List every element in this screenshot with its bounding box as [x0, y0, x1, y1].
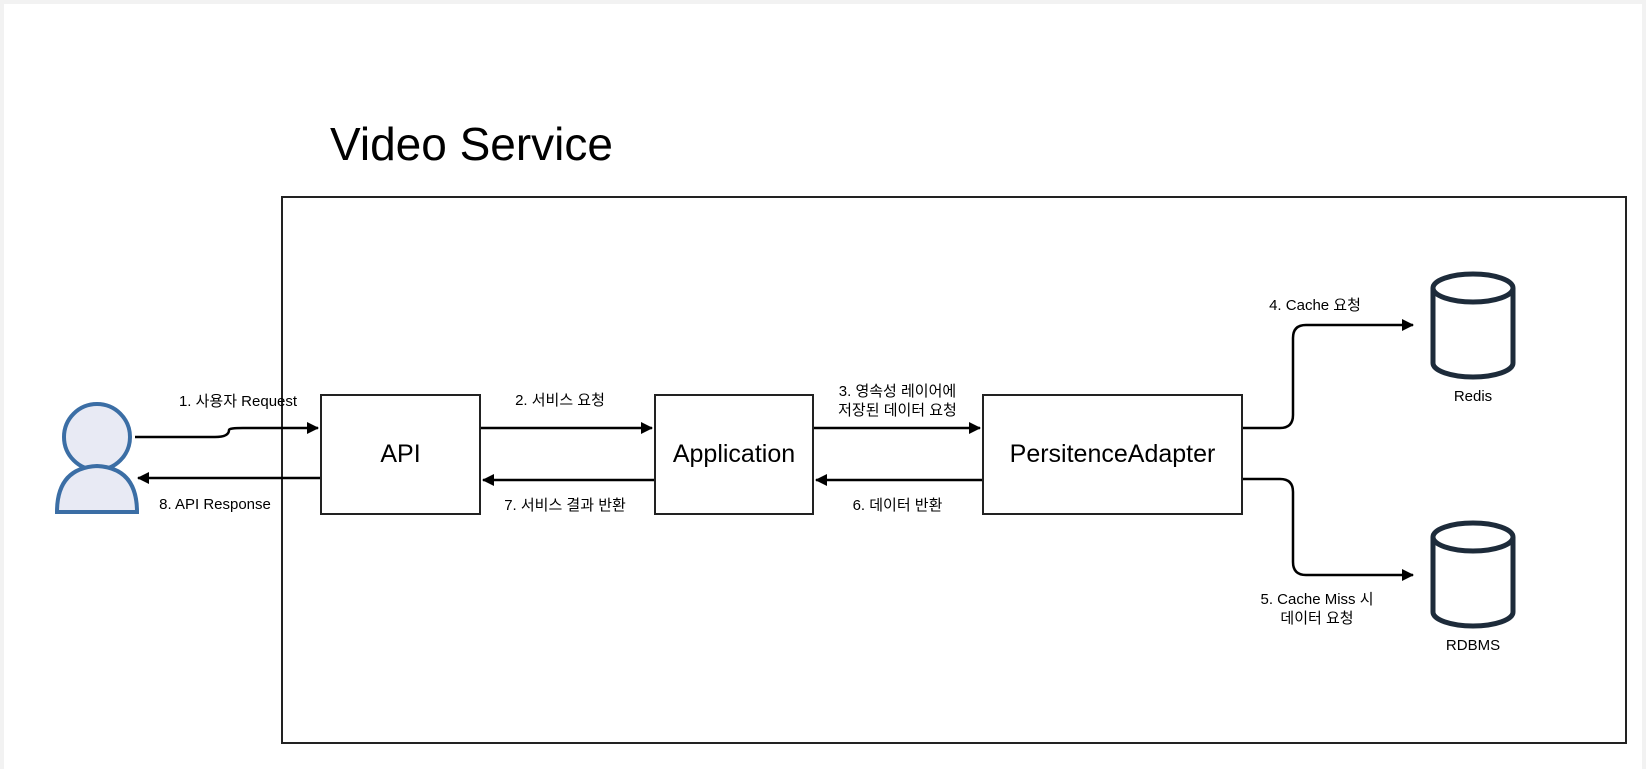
edge-5-label-line2: 데이터 요청: [1280, 610, 1354, 627]
user-icon: [54, 402, 140, 514]
database-icon: [1430, 520, 1516, 629]
rdbms-label: RDBMS: [1445, 637, 1501, 654]
persistence-adapter-node: PersitenceAdapter: [982, 394, 1243, 515]
redis-label: Redis: [1453, 388, 1493, 405]
edge-5-cache-miss: [1243, 477, 1414, 581]
api-node-label: API: [380, 440, 421, 468]
edge-4-cache-request: [1243, 319, 1414, 430]
service-boundary: [281, 196, 1627, 744]
edge-1-user-request: [135, 422, 319, 439]
persistence-adapter-node-label: PersitenceAdapter: [1009, 440, 1216, 468]
edge-3-label-line2: 저장된 데이터 요청: [838, 402, 957, 419]
edge-5-label-line1: 5. Cache Miss 시: [1260, 591, 1374, 608]
edge-3-label-line1: 3. 영속성 레이어에: [838, 383, 957, 400]
edge-7-label: 7. 서비스 결과 반환: [504, 497, 626, 514]
edge-4-label: 4. Cache 요청: [1269, 297, 1361, 314]
edge-8-label: 8. API Response: [159, 496, 271, 513]
edge-6-label: 6. 데이터 반환: [852, 497, 943, 514]
api-node: API: [320, 394, 481, 515]
database-icon: [1430, 271, 1516, 380]
edge-2-label: 2. 서비스 요청: [515, 392, 605, 409]
edge-1-label: 1. 사용자 Request: [178, 393, 298, 410]
application-node: Application: [654, 394, 814, 515]
page-title: Video Service: [330, 118, 613, 170]
application-node-label: Application: [672, 440, 796, 468]
diagram-canvas: [4, 4, 1642, 769]
